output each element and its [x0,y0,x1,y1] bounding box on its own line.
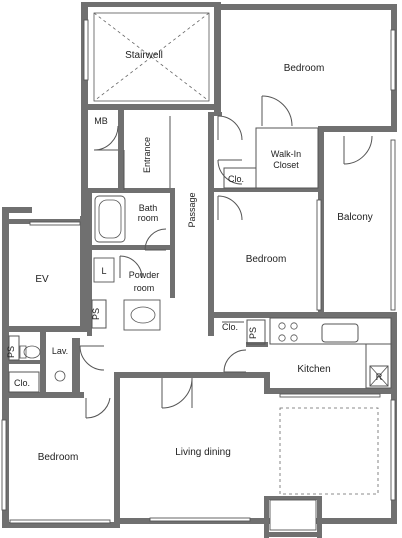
room-label-bedroom-top: Bedroom [284,63,325,74]
room-label-bedroom-middle: Bedroom [246,254,287,265]
room-label-ps-kitchen: PS [248,327,258,339]
room-label-entrance: Entrance [142,137,152,173]
room-label-passage: Passage [187,192,197,227]
room-label-living-dining: Living dining [175,447,231,458]
partitions [8,116,319,393]
fixtures [19,195,392,495]
room-label-clo-passage: Clo. [222,322,238,332]
room-label-mb: MB [94,116,108,126]
walls [2,2,397,538]
room-label-clo-lav: Clo. [14,378,30,388]
room-label-bedroom-bottom: Bedroom [38,452,79,463]
room-label-lav: Lav. [52,346,68,356]
room-label-ps-lav: PS [6,346,16,358]
room-label-l: L [101,266,106,276]
room-label-bath-2: room [138,213,159,223]
room-label-ev: EV [35,274,49,285]
room-label-walk-in-2: Closet [273,160,299,170]
room-label-balcony: Balcony [337,212,373,223]
room-label-powder-2: room [134,283,155,293]
doors [79,95,373,419]
room-label-clo-walk: Clo. [228,174,244,184]
room-label-ps-powder: PS [91,308,101,320]
room-label-walk-in-1: Walk-In [271,149,301,159]
windows [1,19,396,531]
room-label-r: R [376,372,383,382]
room-label-stairwell: Stairwell [125,50,163,61]
room-label-powder-1: Powder [129,270,160,280]
room-labels: Stairwell Bedroom MB Entrance Walk-In Cl… [6,50,383,463]
room-label-kitchen: Kitchen [297,364,330,375]
room-label-bath-1: Bath [139,203,158,213]
stairwell-opening [93,12,210,102]
